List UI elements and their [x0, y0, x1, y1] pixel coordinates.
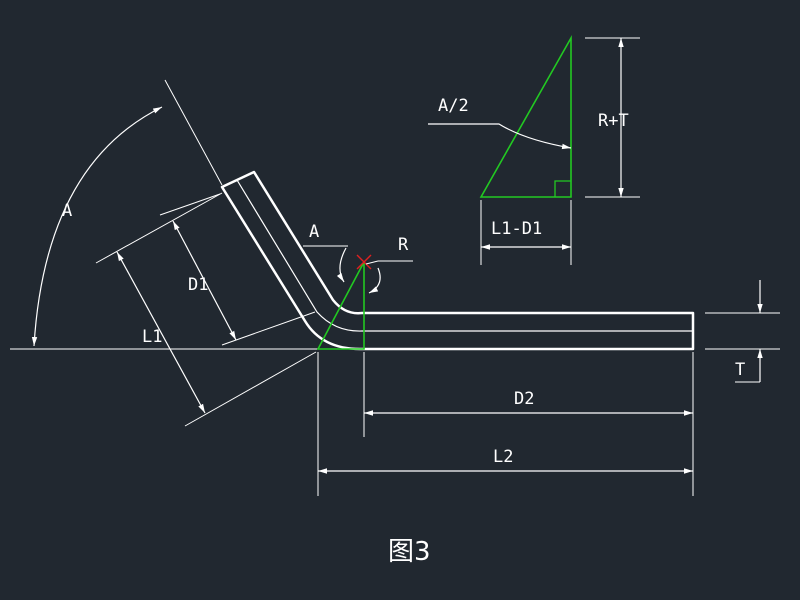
l1-minus-d1-label: L1-D1: [491, 219, 542, 239]
radius-leader-diagonal: [365, 260, 379, 265]
d1-label: D1: [188, 275, 208, 295]
angle-a-extension-line: [164, 79, 223, 186]
half-angle-leader: [428, 123, 572, 150]
bent-part-neutral-line: [236, 179, 693, 332]
l1-extension-lower: [184, 351, 317, 427]
l1-label: L1: [142, 327, 162, 347]
thickness-label: T: [735, 360, 745, 380]
d2-label: D2: [514, 389, 534, 409]
angle-a-outer-label: A: [62, 201, 72, 221]
l1-dimension-line: [116, 251, 206, 414]
d1-extension-lower: [221, 311, 316, 346]
radius-arc: [368, 267, 381, 294]
l1-extension-upper: [95, 192, 223, 264]
angle-a-inner-label: A: [309, 222, 319, 242]
d1-extension-upper: [159, 193, 221, 216]
right-angle-mark: [554, 180, 571, 197]
bent-part-outline: [220, 170, 695, 351]
angle-a-arc: [31, 106, 163, 347]
half-angle-label: A/2: [438, 96, 469, 116]
radius-label: R: [398, 235, 409, 255]
half-angle-triangle: [479, 34, 572, 198]
bend-center-mark: [356, 254, 372, 270]
l2-label: L2: [493, 447, 513, 467]
r-plus-t-label: R+T: [598, 111, 629, 131]
figure-caption: 图3: [388, 537, 431, 567]
angle-a-inner-arc: [336, 247, 347, 283]
bend-construction-triangle: [316, 261, 365, 350]
